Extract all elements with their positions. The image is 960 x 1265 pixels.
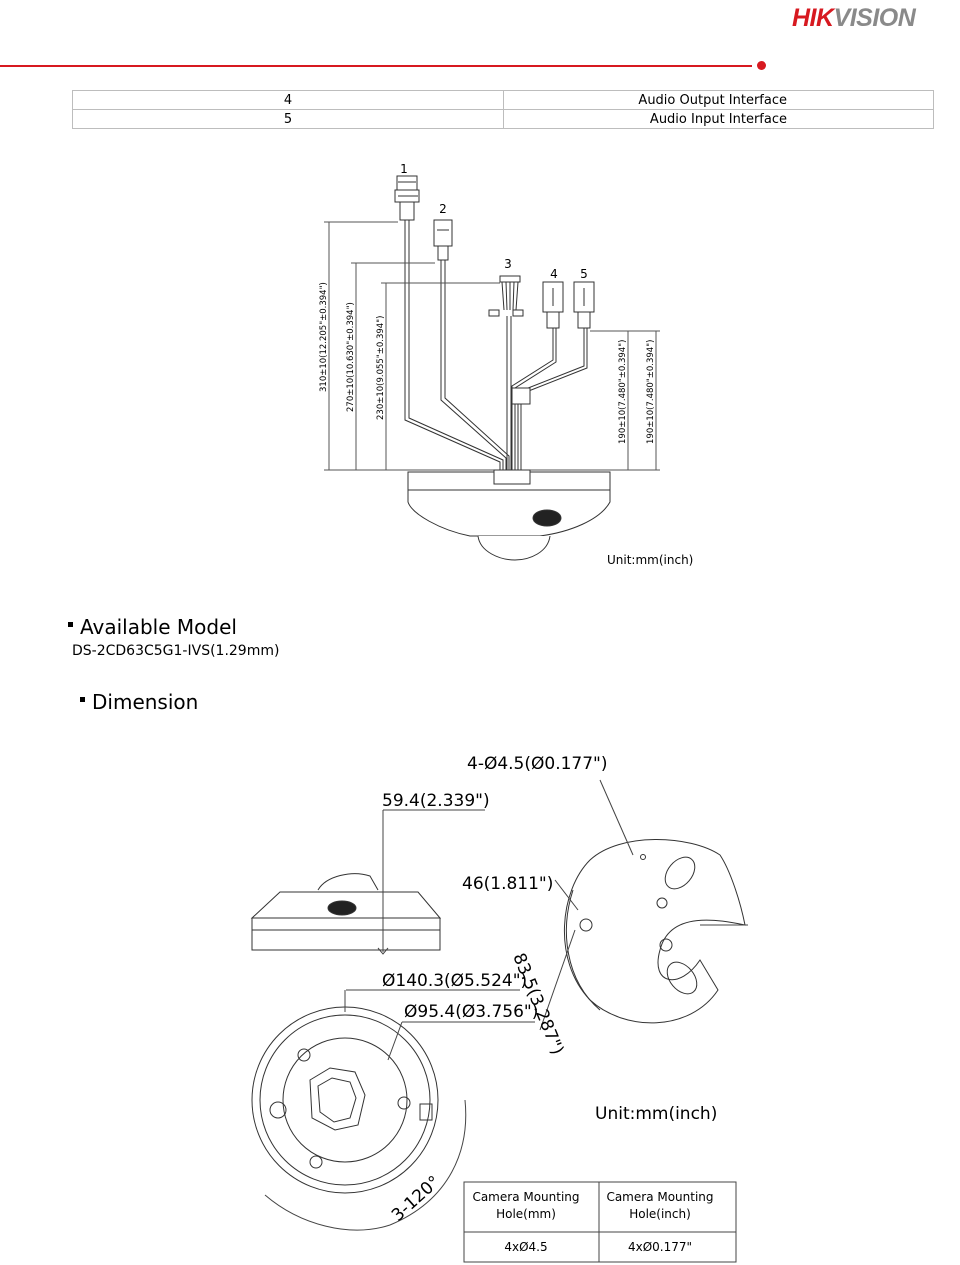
header-divider <box>0 65 752 67</box>
bullet-icon <box>68 622 73 627</box>
callout-3: 3 <box>504 257 512 271</box>
model-number: DS-2CD63C5G1-IVS(1.29mm) <box>72 643 280 659</box>
dim-270: 270±10(10.630"±0.394") <box>346 302 356 412</box>
connector-1-rj45 <box>394 175 420 221</box>
bullet-icon <box>80 697 85 702</box>
mounting-hole-table: Camera Mounting Hole(mm) Camera Mounting… <box>463 1181 737 1263</box>
dim-230: 230±10(9.055"±0.394") <box>376 316 386 420</box>
connector-5-audio-in <box>573 281 595 329</box>
callout-4: 4 <box>550 267 558 281</box>
interface-name: Audio Input Interface <box>503 109 934 129</box>
dimension-unit-label: Unit:mm(inch) <box>595 1104 717 1124</box>
camera-side-view <box>250 809 485 955</box>
connector-2-power <box>433 219 453 261</box>
table-row: 4 Audio Output Interface <box>72 90 934 110</box>
cable-unit-label: Unit:mm(inch) <box>607 553 693 567</box>
outer-diameter-label: Ø140.3(Ø5.524") <box>382 971 527 991</box>
dimension-heading: Dimension <box>80 690 198 714</box>
header-divider-dot <box>757 61 766 70</box>
callout-5: 5 <box>580 267 588 281</box>
plate-width-label: 46(1.811") <box>462 874 553 894</box>
callout-1: 1 <box>400 162 408 176</box>
table-header-inch-line2: Hole(inch) <box>629 1207 691 1221</box>
height-label: 59.4(2.339") <box>382 791 490 811</box>
hole-diameter-label: 4-Ø4.5(Ø0.177") <box>467 754 608 774</box>
dim-310: 310±10(12.205"±0.394") <box>319 282 329 392</box>
connector-4-audio-out <box>542 281 564 329</box>
hikvision-logo: HIKVISION <box>792 4 916 32</box>
mounting-plate-view <box>539 779 748 1031</box>
cable-diagram <box>324 175 660 561</box>
interface-number: 5 <box>72 109 504 129</box>
cable-dimension-lines <box>324 221 660 471</box>
angle-label: 3-120° <box>388 1172 444 1226</box>
table-row: 5 Audio Input Interface <box>72 109 934 129</box>
connector-3-alarm <box>488 275 524 317</box>
table-header-mm-line2: Hole(mm) <box>496 1207 556 1221</box>
inner-diameter-label: Ø95.4(Ø3.756") <box>404 1002 538 1022</box>
table-cell-mm: 4xØ4.5 <box>504 1240 547 1254</box>
camera-side-view-cable <box>407 469 611 561</box>
table-header-inch-line1: Camera Mounting <box>606 1190 713 1204</box>
interface-name: Audio Output Interface <box>503 90 934 110</box>
callout-2: 2 <box>439 202 447 216</box>
table-cell-inch: 4xØ0.177" <box>628 1240 692 1254</box>
dim-190-b: 190±10(7.480"±0.394") <box>646 340 656 444</box>
table-header-mm-line1: Camera Mounting <box>472 1190 579 1204</box>
dim-190-a: 190±10(7.480"±0.394") <box>618 340 628 444</box>
camera-bottom-view <box>251 989 535 1231</box>
interface-table: 4 Audio Output Interface 5 Audio Input I… <box>72 90 934 129</box>
available-model-heading: Available Model <box>68 615 237 639</box>
